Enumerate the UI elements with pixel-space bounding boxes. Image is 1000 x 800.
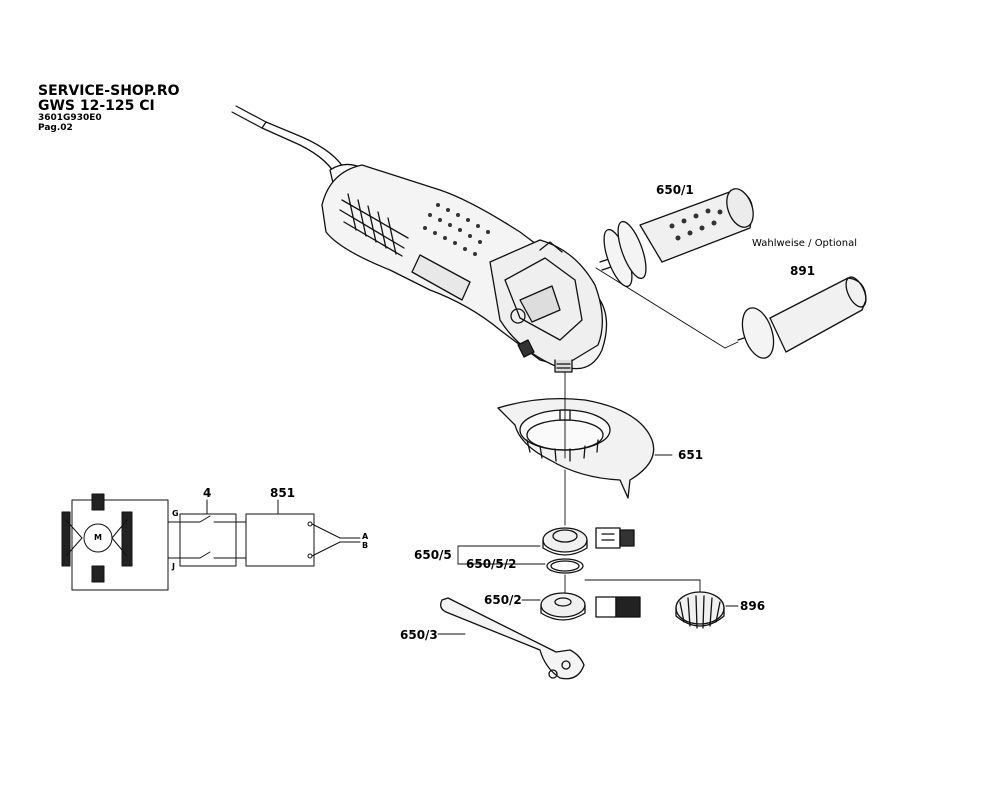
wire-label-g: G xyxy=(172,509,179,518)
label-650-3: 650/3 xyxy=(400,628,438,642)
label-650-5: 650/5 xyxy=(414,548,452,562)
wire-label-j: J xyxy=(172,562,175,571)
auxiliary-handle-650-1 xyxy=(599,188,754,288)
wheel-guard-651 xyxy=(497,371,655,499)
side-handle-891 xyxy=(737,276,867,359)
page-number: Pag.02 xyxy=(38,123,73,133)
spanner-650-3 xyxy=(437,597,585,680)
label-module-851: 851 xyxy=(270,486,296,500)
wire-label-b: B xyxy=(362,541,369,550)
label-optional: Wahlweise / Optional xyxy=(752,238,857,249)
wiring-schematic xyxy=(61,493,361,591)
label-650-1: 650/1 xyxy=(656,183,694,197)
angle-grinder xyxy=(321,163,608,373)
flange-650-5 xyxy=(542,469,635,556)
quick-nut-896 xyxy=(675,591,739,629)
clamping-nut-650-2 xyxy=(521,574,701,621)
o-ring-650-5-2 xyxy=(546,558,584,574)
power-cord xyxy=(231,105,347,181)
label-switch-4: 4 xyxy=(203,486,212,500)
label-650-2: 650/2 xyxy=(484,593,522,607)
title-block: SERVICE-SHOP.RO GWS 12-125 CI 3601G930E0… xyxy=(38,84,180,133)
wire-label-a: A xyxy=(362,532,369,541)
label-896: 896 xyxy=(740,599,766,613)
label-651: 651 xyxy=(678,448,704,462)
model-name: GWS 12-125 CI xyxy=(38,98,155,114)
label-891: 891 xyxy=(790,264,816,278)
motor-label: M xyxy=(94,533,102,542)
part-number: 3601G930E0 xyxy=(38,113,102,123)
label-650-5-2: 650/5/2 xyxy=(466,557,517,571)
shop-name: SERVICE-SHOP.RO xyxy=(38,83,180,99)
